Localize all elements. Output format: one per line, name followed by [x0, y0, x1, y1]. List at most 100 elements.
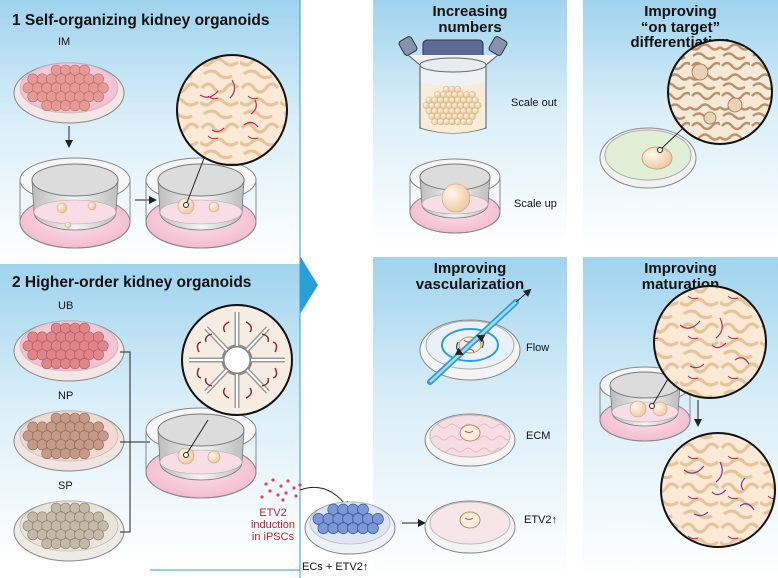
np-cell	[92, 421, 104, 433]
etv2-induction-label: ETV2 induction in iPSCs	[250, 507, 296, 543]
etv2-dish	[424, 500, 516, 554]
ub-cell	[50, 358, 62, 370]
maturation-dish	[599, 366, 691, 442]
im-cell	[97, 82, 109, 94]
vasc-title-line1: Improving	[433, 260, 507, 277]
endothelial-cell	[357, 503, 369, 516]
flow-label: Flow	[526, 342, 550, 354]
sp-cell	[41, 538, 53, 550]
sp-cell	[92, 511, 104, 523]
np-label: NP	[58, 390, 74, 402]
sp-cell	[78, 538, 90, 550]
numbers-title-line2: numbers	[438, 18, 502, 36]
flow-dish	[419, 288, 532, 385]
organoid-bead	[442, 118, 450, 126]
ub-cell	[60, 358, 72, 370]
np-cell	[92, 439, 104, 451]
ub-cell	[92, 331, 104, 343]
im-cell	[92, 73, 104, 85]
transwell-dish-1	[19, 157, 131, 249]
sp-cell	[97, 520, 109, 532]
zoom-organoid-1	[176, 54, 288, 166]
organoid-bead	[471, 96, 479, 104]
etv2-up-label: ETV2↑	[524, 514, 558, 526]
endothelial-cell	[317, 522, 330, 535]
organoid-bead	[468, 91, 476, 99]
ub-dish	[13, 320, 125, 382]
on-target-dish	[599, 111, 701, 189]
transwell-dish-2	[145, 157, 257, 249]
im-dish	[13, 62, 125, 124]
organoid-bead	[474, 102, 482, 109]
numbers-title-line1: Increasing	[432, 3, 508, 20]
ub-cell	[78, 358, 90, 370]
ec-dish	[304, 501, 396, 555]
np-dish	[13, 410, 125, 472]
scale-out-label: Scale out	[511, 97, 557, 109]
sp-cell	[50, 538, 62, 550]
endothelial-cell	[357, 522, 369, 535]
np-cell	[69, 448, 81, 460]
ub-cell	[92, 349, 104, 361]
sp-dish	[13, 500, 125, 562]
zoom-organoid-2	[181, 304, 293, 416]
ub-cell	[69, 358, 81, 370]
im-cell	[78, 100, 90, 112]
organoid-bead	[448, 118, 456, 126]
zoom-organoid-4	[653, 285, 767, 399]
scale-up-dish	[409, 158, 501, 234]
np-cell	[50, 448, 62, 460]
ecm-dish	[424, 413, 516, 467]
transwell-dish-3	[145, 407, 257, 499]
etv2-particles	[260, 478, 302, 502]
np-cell	[78, 448, 90, 460]
sp-cell	[27, 529, 39, 541]
sp-cell	[78, 502, 90, 514]
sp-label: SP	[58, 480, 73, 492]
endothelial-cell	[366, 522, 379, 535]
organoid-bead	[471, 107, 479, 115]
sp-cell	[92, 529, 104, 541]
endothelial-cell	[337, 522, 350, 535]
organoid-bead	[454, 85, 462, 93]
progression-arrow	[150, 0, 318, 578]
on-target-title-line2: “on target”	[640, 18, 721, 36]
np-cell	[41, 448, 53, 460]
on-target-title-line1: Improving	[644, 3, 717, 20]
ub-cell	[97, 340, 109, 352]
scale-up-label: Scale up	[514, 198, 557, 210]
organoid-bead	[465, 118, 473, 126]
im-cell	[60, 100, 72, 112]
im-cell	[41, 100, 53, 112]
endothelial-cell	[347, 522, 360, 535]
im-cell	[50, 100, 62, 112]
sp-cell	[69, 538, 81, 550]
ub-cell	[27, 349, 39, 361]
vasc-title-line2: vascularization	[415, 275, 525, 293]
np-cell	[27, 439, 39, 451]
endothelial-cell	[371, 513, 384, 525]
np-cell	[60, 448, 72, 460]
zoom-organoid-3	[667, 39, 773, 145]
ub-cell	[41, 358, 53, 370]
section2-title: 2 Higher-order kidney organoids	[12, 274, 252, 291]
im-cell	[69, 100, 81, 112]
bioreactor-flask	[398, 36, 508, 134]
section1-title: 1 Self-organizing kidney organoids	[12, 12, 270, 29]
im-label: IM	[58, 36, 71, 48]
im-cell	[92, 91, 104, 103]
organoid-bead	[437, 118, 444, 126]
sp-cell	[60, 538, 72, 550]
zoom-organoid-5	[660, 432, 776, 548]
ecs-etv2-label: ECs + ETV2↑	[302, 561, 369, 573]
maturation-title-line1: Improving	[644, 260, 717, 277]
ub-cell	[78, 322, 90, 334]
im-cell	[27, 91, 39, 103]
np-cell	[97, 430, 109, 442]
np-cell	[78, 412, 90, 424]
organoid-bead	[468, 113, 476, 120]
endothelial-cell	[327, 522, 340, 535]
organoid-bead	[431, 118, 439, 126]
organoid-bead	[454, 118, 462, 126]
